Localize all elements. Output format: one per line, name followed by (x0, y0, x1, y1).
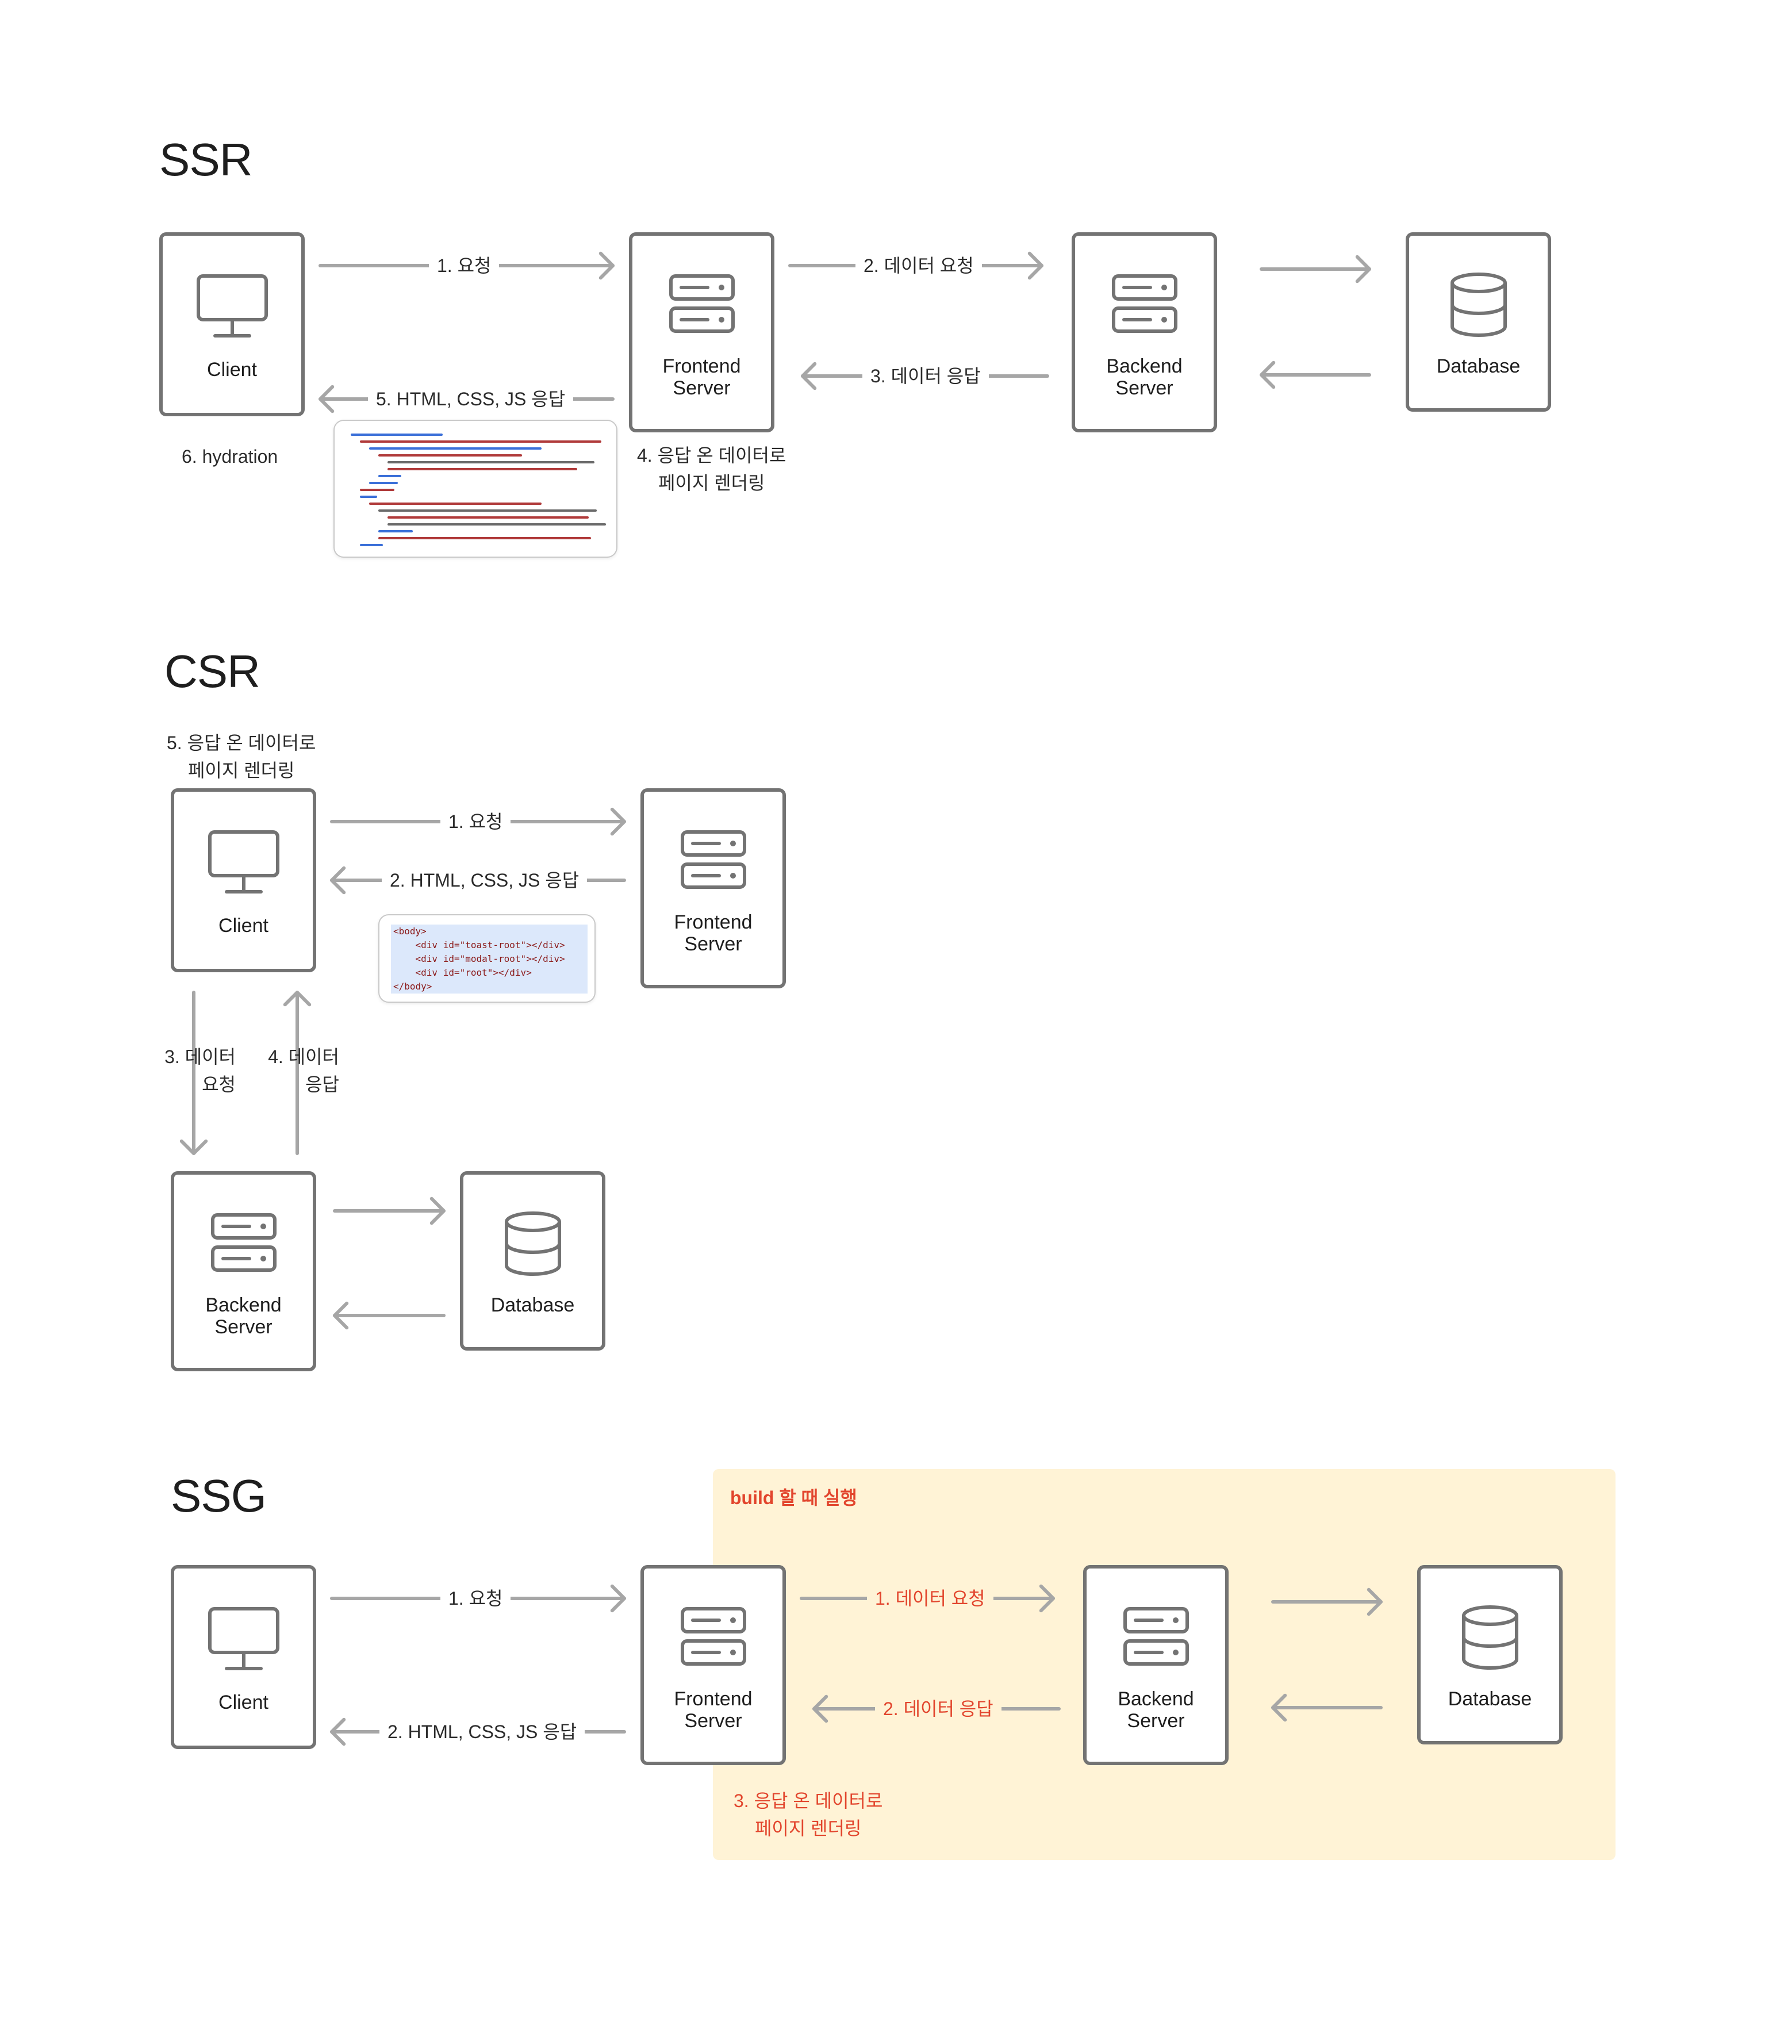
ssg-title: SSG (171, 1470, 267, 1521)
ssg-backend-label: Backend Server (1118, 1688, 1194, 1732)
ssg-frontend-node: Frontend Server (640, 1565, 786, 1765)
ssr-database-label: Database (1436, 355, 1521, 377)
ssg-step2-label: 2. HTML, CSS, JS 응답 (379, 1720, 585, 1743)
csr-frontend-label: Frontend Server (674, 911, 753, 955)
ssr-frontend-label: Frontend Server (662, 355, 741, 399)
csr-arrow-db-response (333, 1301, 446, 1330)
ssg-backend-node: Backend Server (1083, 1565, 1229, 1765)
ssr-step5-label: 5. HTML, CSS, JS 응답 (368, 388, 574, 411)
csr-database-label: Database (490, 1294, 575, 1316)
ssg-build3-note: 3. 응답 온 데이터로 페이지 렌더링 (734, 1790, 883, 1839)
csr-step3-note: 3. 데이터 요청 (164, 1046, 236, 1095)
ssr-arrow-db-response (1260, 361, 1371, 389)
ssr-database-node: Database (1406, 232, 1551, 412)
csr-title: CSR (164, 646, 260, 697)
ssr-backend-node: Backend Server (1072, 232, 1217, 432)
ssr-step4-note: 4. 응답 온 데이터로 페이지 렌더링 (637, 445, 786, 493)
server-icon (680, 830, 746, 889)
csr-step2-label: 2. HTML, CSS, JS 응답 (382, 869, 588, 892)
monitor-icon (208, 1607, 279, 1670)
ssg-build2-label: 2. 데이터 응답 (875, 1697, 1001, 1720)
csr-code-block: <body> <div id="toast-root"></div> <div … (391, 925, 588, 994)
database-icon (504, 1211, 561, 1276)
ssr-frontend-node: Frontend Server (629, 232, 774, 432)
csr-step5-note: 5. 응답 온 데이터로 페이지 렌더링 (167, 733, 316, 781)
monitor-icon (208, 830, 279, 893)
ssr-backend-label: Backend Server (1106, 355, 1183, 399)
server-icon (1111, 274, 1177, 333)
database-icon (1461, 1605, 1518, 1670)
csr-backend-label: Backend Server (205, 1294, 282, 1338)
database-icon (1450, 273, 1507, 337)
ssr-client-label: Client (207, 359, 257, 381)
csr-frontend-node: Frontend Server (640, 788, 786, 988)
ssg-arrow-db-request (1271, 1587, 1383, 1616)
server-icon (680, 1607, 746, 1666)
ssg-step1-label: 1. 요청 (440, 1587, 511, 1610)
csr-html-preview: <body> <div id="toast-root"></div> <div … (378, 914, 596, 1003)
csr-client-label: Client (218, 915, 268, 937)
ssr-step1-label: 1. 요청 (429, 254, 500, 277)
csr-arrow-data-response (283, 991, 312, 1155)
ssg-frontend-label: Frontend Server (674, 1688, 753, 1732)
ssg-client-label: Client (218, 1692, 268, 1713)
csr-step4-note: 4. 데이터 응답 (268, 1046, 339, 1095)
ssg-database-label: Database (1448, 1688, 1532, 1710)
csr-backend-node: Backend Server (171, 1171, 316, 1371)
csr-arrow-data-request (179, 991, 208, 1155)
build-time-label: build 할 때 실행 (730, 1487, 857, 1508)
ssr-title: SSR (159, 134, 252, 185)
csr-database-node: Database (460, 1171, 605, 1351)
csr-client-node: Client (171, 788, 316, 972)
server-icon (669, 274, 735, 333)
server-icon (210, 1213, 277, 1272)
ssr-arrow-db-request (1260, 255, 1371, 283)
ssr-client-node: Client (159, 232, 305, 416)
ssr-step6-note: 6. hydration (182, 446, 278, 467)
ssg-database-node: Database (1417, 1565, 1563, 1744)
server-icon (1123, 1607, 1189, 1666)
ssr-step3-label: 3. 데이터 응답 (862, 365, 989, 388)
monitor-icon (196, 274, 268, 338)
ssg-arrow-db-response (1271, 1693, 1383, 1722)
csr-step1-label: 1. 요청 (440, 810, 511, 833)
ssr-step2-label: 2. 데이터 요청 (855, 254, 982, 277)
ssg-build1-label: 1. 데이터 요청 (867, 1587, 993, 1610)
ssr-html-preview (333, 420, 617, 558)
ssg-client-node: Client (171, 1565, 316, 1749)
csr-arrow-db-request (333, 1197, 446, 1225)
